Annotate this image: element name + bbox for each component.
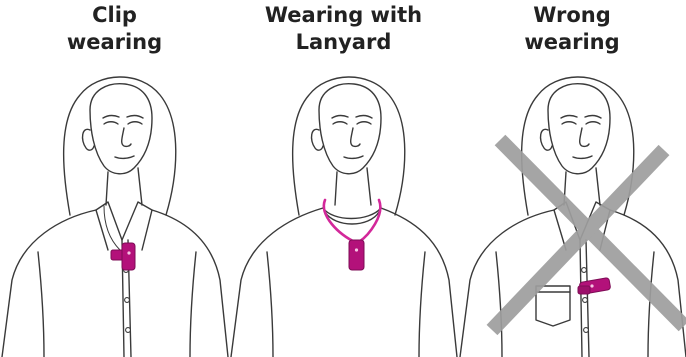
lanyard-device: [349, 240, 364, 270]
pocket-device: [578, 277, 611, 294]
lanyard: [324, 200, 380, 242]
panel-wrong-wearing: Wrong wearing: [458, 0, 686, 357]
woman-illustration: [0, 0, 229, 357]
woman-illustration: [458, 0, 686, 357]
panel-clip-wearing: Clip wearing: [0, 0, 229, 357]
clip-device: [111, 243, 135, 270]
panel-lanyard-wearing: Wearing with Lanyard: [229, 0, 458, 357]
woman-illustration: [229, 0, 458, 357]
